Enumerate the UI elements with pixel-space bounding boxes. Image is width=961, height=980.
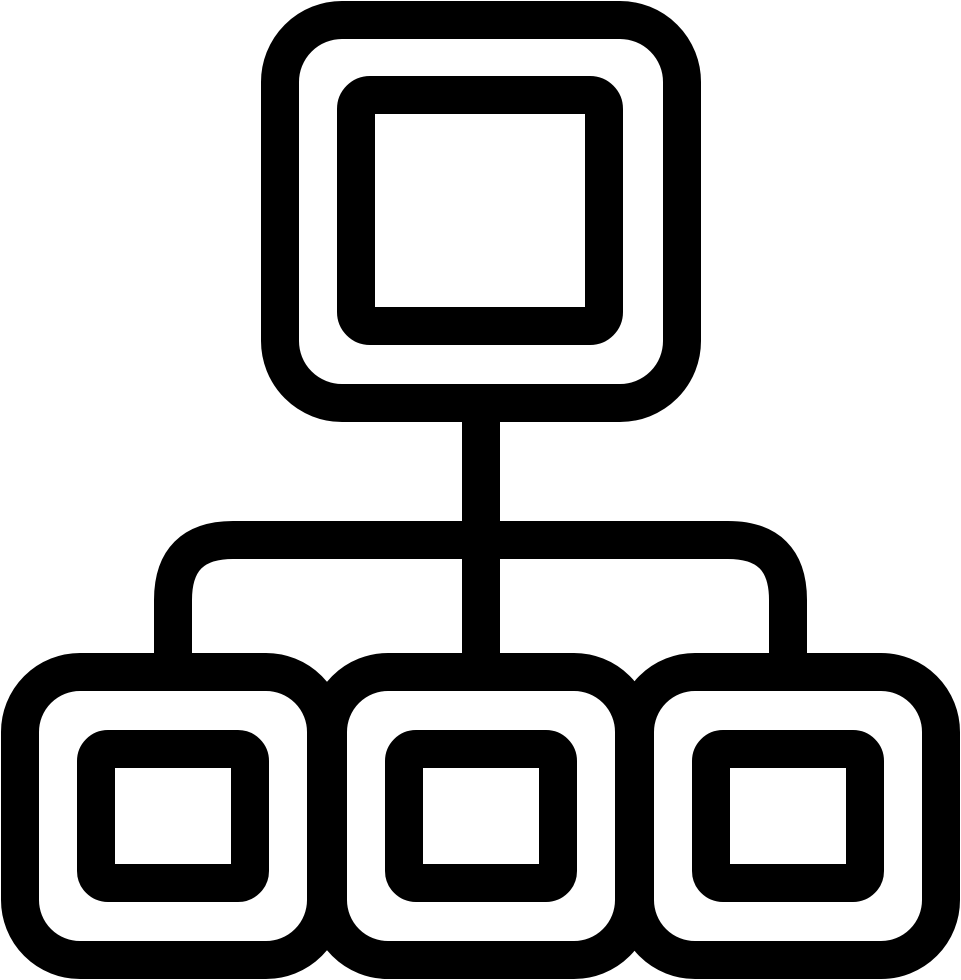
root-node-inner xyxy=(337,76,623,345)
child-node-outer-left xyxy=(1,653,345,979)
child-node-inner-left xyxy=(77,730,269,902)
branch-connector-line xyxy=(154,521,807,672)
child-node-outer-middle xyxy=(309,653,653,979)
child-node-inner-right xyxy=(692,730,884,902)
child-node-inner-middle xyxy=(385,730,577,902)
child-node-outer-right xyxy=(616,653,960,979)
